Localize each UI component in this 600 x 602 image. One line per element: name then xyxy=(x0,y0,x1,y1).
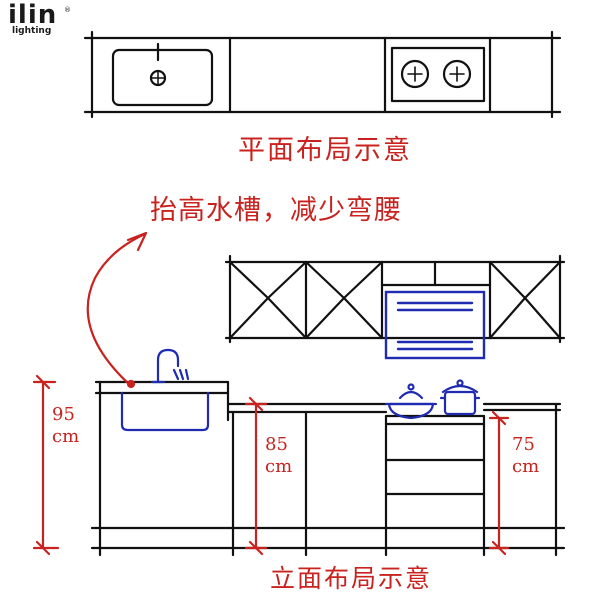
dimension-unit: cm xyxy=(512,456,540,477)
plan-burner xyxy=(400,59,430,89)
dimension-label-75: 75 cm xyxy=(512,434,539,478)
pot xyxy=(443,390,477,416)
faucet-spout xyxy=(156,348,180,384)
plan-hob xyxy=(390,46,486,103)
hood-body xyxy=(384,290,486,360)
wall-cabinets xyxy=(224,254,566,344)
plan-sink xyxy=(111,48,214,107)
plan-caption: 平面布局示意 xyxy=(238,135,412,166)
dimension-value: 85 xyxy=(265,434,288,455)
logo-subtext: lighting xyxy=(12,26,52,36)
plan-drain xyxy=(149,69,167,87)
dimension-unit: cm xyxy=(52,426,80,447)
sink-basin xyxy=(120,348,210,432)
range-hood xyxy=(384,290,486,360)
brand-logo: ilin lighting ® xyxy=(8,0,78,38)
elevation-caption: 立面布局示意 xyxy=(270,564,433,593)
dimension-label-85: 85 cm xyxy=(265,434,292,478)
dimension-unit: cm xyxy=(265,456,293,477)
logo-registered-mark: ® xyxy=(64,6,71,14)
sink-note: 抬高水槽，减少弯腰 xyxy=(150,195,402,226)
dimension-value: 75 xyxy=(512,434,535,455)
plan-view xyxy=(83,30,562,119)
note-arrow xyxy=(86,232,147,388)
plan-burner xyxy=(442,59,472,89)
base-cabinets xyxy=(90,380,566,557)
dimension-label-95: 95 cm xyxy=(52,404,79,448)
annotations xyxy=(32,231,510,556)
cookware xyxy=(384,379,481,420)
logo-wordmark: ilin xyxy=(8,0,58,30)
dimension-value: 95 xyxy=(52,404,75,425)
wok xyxy=(387,402,435,420)
basin-body xyxy=(120,391,210,432)
note-arrow-head xyxy=(126,231,148,252)
